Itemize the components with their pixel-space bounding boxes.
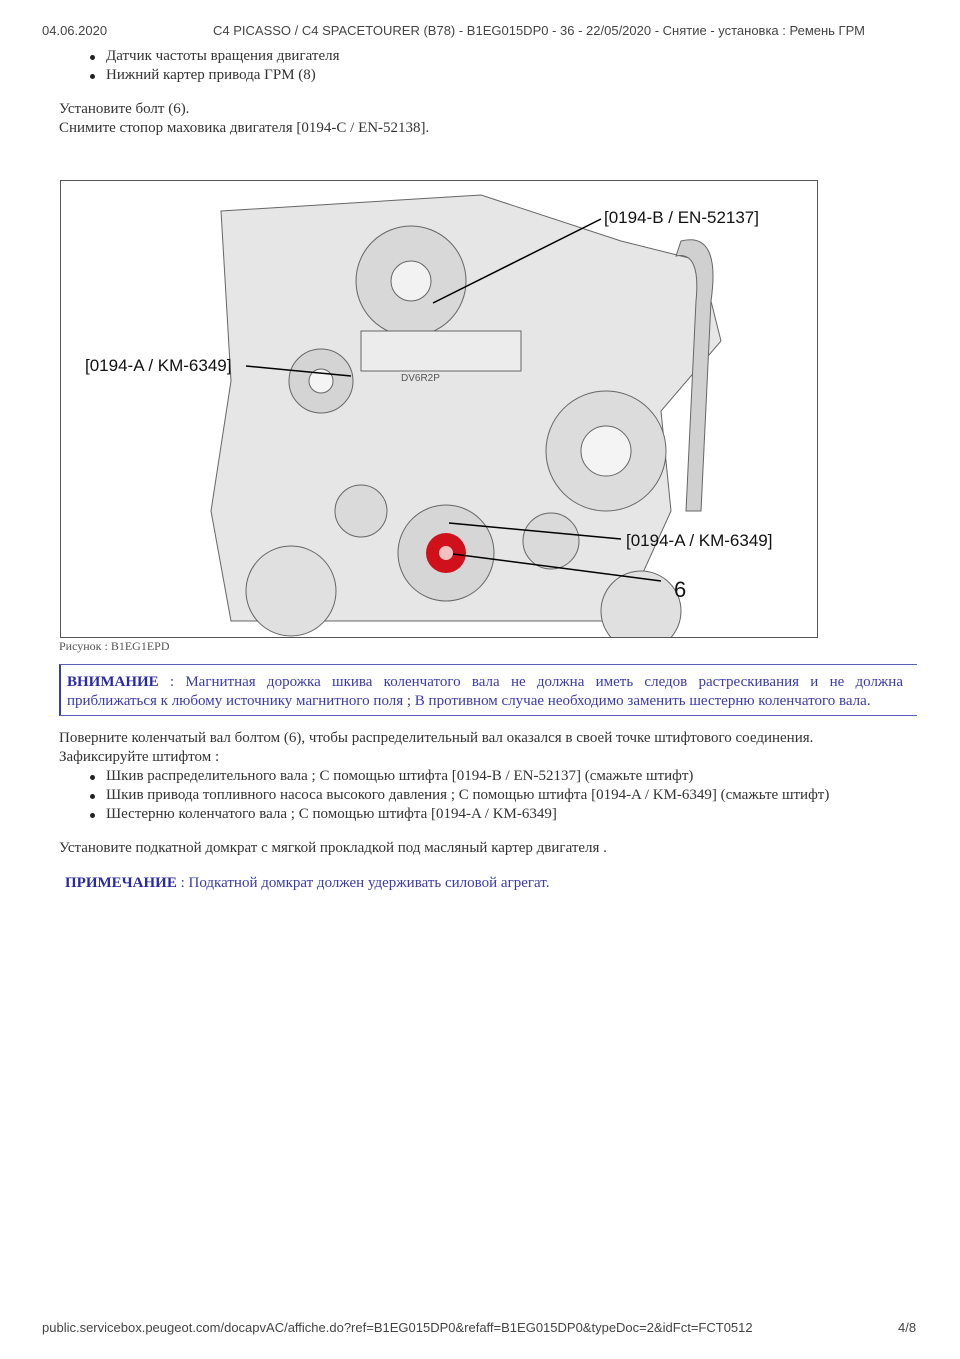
pin-list: Шкив распределительного вала ; С помощью… [88,767,829,824]
parts-list: Датчик частоты вращения двигателя Нижний… [88,47,339,85]
engine-figure: DV6R2P [0194-B / EN-52137] [0194-A / KM-… [60,180,818,638]
warning-keyword: ВНИМАНИЕ [67,674,159,690]
instruction: Установите болт (6). [59,101,190,117]
list-item: Датчик частоты вращения двигателя [88,47,339,66]
instruction: Зафиксируйте штифтом : [59,749,220,765]
print-date: 04.06.2020 [42,23,108,38]
warning-text: приближаться к любому источнику магнитно… [67,693,871,709]
list-item: Шкив распределительного вала ; С помощью… [88,767,829,786]
figure-caption: Рисунок : B1EG1EPD [59,639,170,653]
pin-label-crankshaft: [0194-A / KM-6349] [626,531,772,550]
engine-diagram: DV6R2P [0194-B / EN-52137] [0194-A / KM-… [85,194,772,637]
list-item: Нижний картер привода ГРМ (8) [88,66,339,85]
engine-code-label: DV6R2P [401,373,440,384]
note: ПРИМЕЧАНИЕ : Подкатной домкрат должен уд… [65,875,550,892]
bolt-label: 6 [674,577,686,602]
page-header-title: C4 PICASSO / C4 SPACETOURER (B78) - B1EG… [213,23,865,38]
instruction: Установите подкатной домкрат с мягкой пр… [59,840,607,856]
instruction: Поверните коленчатый вал болтом (6), что… [59,730,814,746]
page-url: public.servicebox.peugeot.com/docapvAC/a… [42,1320,753,1335]
warning-box: ВНИМАНИЕ : Магнитная дорожка шкива колен… [59,664,917,716]
note-keyword: ПРИМЕЧАНИЕ [65,875,177,891]
note-text: : Подкатной домкрат должен удерживать си… [176,875,550,891]
page-number: 4/8 [898,1320,917,1335]
list-item: Шестерню коленчатого вала ; С помощью шт… [88,805,829,824]
instruction: Снимите стопор маховика двигателя [0194-… [59,120,430,136]
pin-label-pump: [0194-A / KM-6349] [85,356,231,375]
list-item: Шкив привода топливного насоса высокого … [88,786,829,805]
pin-label-camshaft: [0194-B / EN-52137] [604,208,759,227]
warning-text: : Магнитная дорожка шкива коленчатого ва… [158,674,903,690]
